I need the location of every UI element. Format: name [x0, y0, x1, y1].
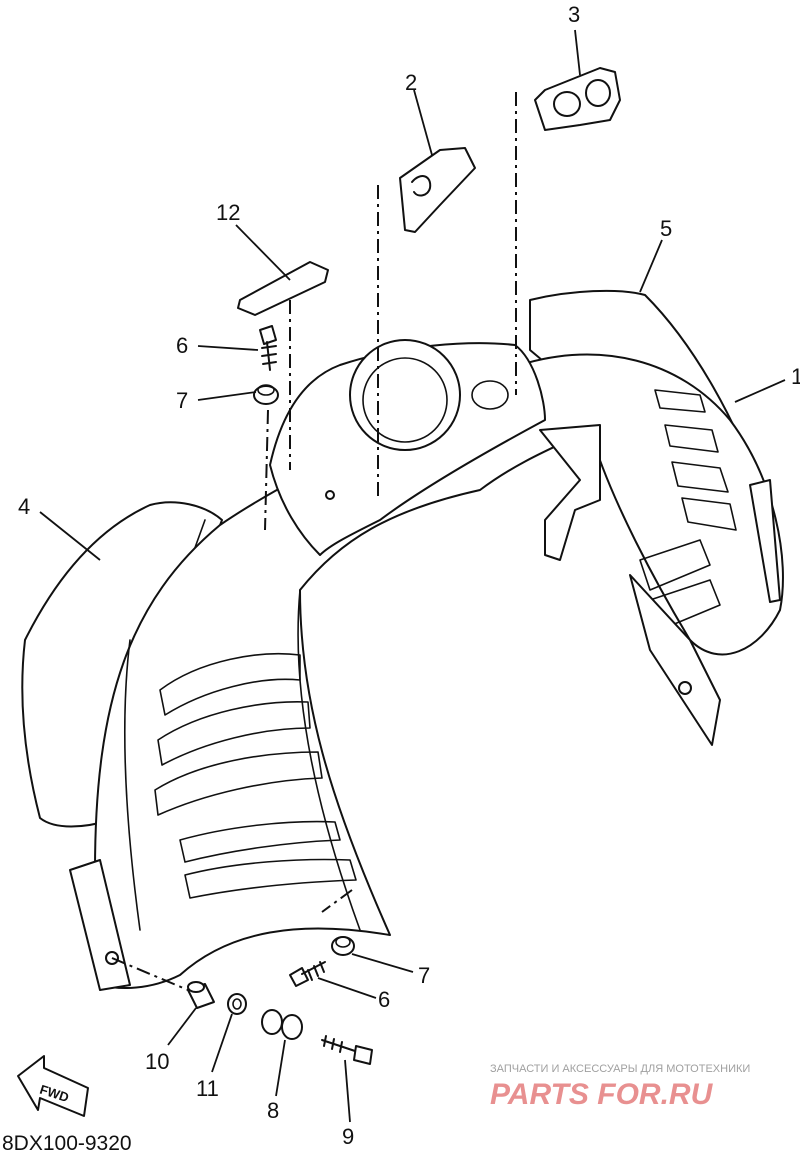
watermark: ЗАПЧАСТИ И АКСЕССУАРЫ ДЛЯ МОТОТЕХНИКИ PA…: [490, 1063, 750, 1111]
callout-10: 10: [145, 1049, 169, 1074]
callout-4: 4: [18, 494, 30, 519]
callout-6-top: 6: [176, 333, 188, 358]
callout-8: 8: [267, 1098, 279, 1123]
callout-1: 1: [791, 364, 800, 389]
fastener-screw-bottom: [289, 961, 326, 987]
fastener-grommet-top: [253, 384, 279, 405]
leader-lines: [39, 29, 786, 1123]
callout-2: 2: [405, 70, 417, 95]
callout-numbers: 1 2 3 4 5 6 7 6 7 8 9 10 11 12: [18, 2, 800, 1149]
callout-6-bottom: 6: [378, 987, 390, 1012]
callout-12: 12: [216, 200, 240, 225]
drawing-code: 8DX100-9320: [2, 1132, 132, 1155]
part-12-strip: [237, 261, 329, 316]
callout-7-top: 7: [176, 388, 188, 413]
part-3-plate: [534, 67, 621, 131]
callout-3: 3: [568, 2, 580, 27]
watermark-brand: PARTS FOR.RU: [490, 1078, 714, 1111]
callout-5: 5: [660, 216, 672, 241]
watermark-tagline: ЗАПЧАСТИ И АКСЕССУАРЫ ДЛЯ МОТОТЕХНИКИ: [490, 1063, 750, 1075]
part-2-bracket: [399, 147, 476, 233]
fwd-arrow-icon: FWD: [17, 1055, 89, 1117]
fastener-nut-8: [261, 1009, 303, 1040]
callout-11: 11: [196, 1076, 219, 1101]
part-1-leg-shield: [69, 353, 784, 991]
callout-7-bottom: 7: [418, 963, 430, 988]
fastener-bolt-9: [321, 1035, 373, 1065]
fastener-grommet-bottom: [331, 936, 355, 956]
fastener-collar-10: [187, 981, 215, 1009]
fastener-screw-top: [259, 325, 277, 371]
callout-9: 9: [342, 1124, 354, 1149]
assembly-lines: [111, 92, 517, 991]
fastener-washer-11: [227, 993, 247, 1015]
